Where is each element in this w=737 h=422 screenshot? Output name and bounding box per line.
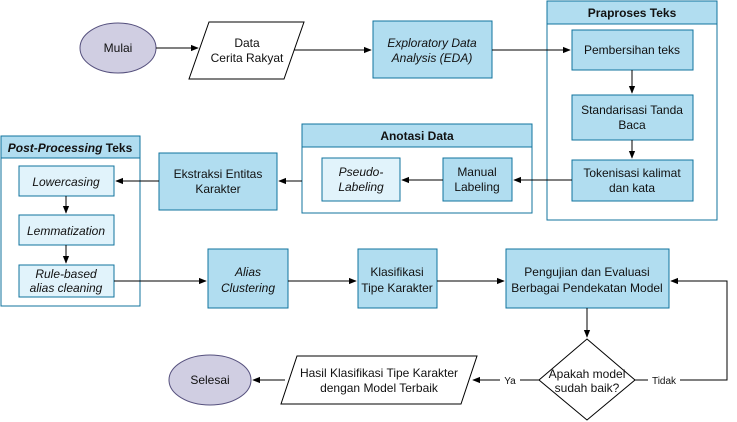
svg-text:dengan Model Terbaik: dengan Model Terbaik <box>320 381 439 395</box>
svg-text:Cerita Rakyat: Cerita Rakyat <box>211 51 284 65</box>
connectors <box>62 44 728 384</box>
praproses-title: Praproses Teks <box>588 6 677 20</box>
svg-text:Selesai: Selesai <box>190 373 229 387</box>
svg-text:Hasil Klasifikasi Tipe Karakte: Hasil Klasifikasi Tipe Karakter <box>300 366 458 380</box>
svg-text:Rule-based: Rule-based <box>35 267 97 281</box>
svg-text:Pembersihan teks: Pembersihan teks <box>584 43 680 57</box>
pengujian-node: Pengujian dan Evaluasi Berbagai Pendekat… <box>505 248 670 309</box>
decision-node: Apakah model sudah baik? <box>538 338 636 421</box>
svg-text:Pengujian dan Evaluasi: Pengujian dan Evaluasi <box>524 265 649 279</box>
svg-text:Labeling: Labeling <box>454 180 499 194</box>
arrow-decision-tidak-loop <box>635 277 728 381</box>
lemmatization-node: Lemmatization <box>18 214 115 246</box>
standarisasi-node: Standarisasi Tanda Baca <box>571 94 694 141</box>
tokenisasi-node: Tokenisasi kalimat dan kata <box>571 159 694 202</box>
svg-text:Karakter: Karakter <box>195 182 240 196</box>
svg-text:Pseudo-: Pseudo- <box>339 165 384 179</box>
svg-text:Berbagai Pendekatan Model: Berbagai Pendekatan Model <box>511 281 662 295</box>
svg-text:Manual: Manual <box>457 165 496 179</box>
svg-text:Clustering: Clustering <box>221 281 275 295</box>
svg-text:alias cleaning: alias cleaning <box>30 281 103 295</box>
pembersihan-node: Pembersihan teks <box>571 29 694 71</box>
klasifikasi-node: Klasifikasi Tipe Karakter <box>357 248 438 309</box>
svg-text:Standarisasi Tanda: Standarisasi Tanda <box>581 103 683 117</box>
svg-text:Alias: Alias <box>234 265 261 279</box>
svg-text:Labeling: Labeling <box>338 180 384 194</box>
manual-labeling-node: Manual Labeling <box>442 157 513 202</box>
rule-based-node: Rule-based alias cleaning <box>18 264 115 298</box>
svg-text:Apakah model: Apakah model <box>549 367 626 381</box>
end-terminal: Selesai <box>168 354 252 406</box>
post-processing-title: Post-Processing Teks <box>8 141 133 155</box>
svg-text:Klasifikasi: Klasifikasi <box>370 265 423 279</box>
svg-text:dan kata: dan kata <box>609 181 655 195</box>
ekstraksi-node: Ekstraksi Entitas Karakter <box>158 152 278 211</box>
edge-label-tidak: Tidak <box>652 376 677 387</box>
svg-text:Lemmatization: Lemmatization <box>27 224 105 238</box>
svg-text:Baca: Baca <box>618 118 646 132</box>
svg-text:Ekstraksi Entitas: Ekstraksi Entitas <box>174 167 263 181</box>
alias-clustering-node: Alias Clustering <box>207 248 289 309</box>
pseudo-labeling-node: Pseudo- Labeling <box>321 157 401 202</box>
svg-text:Tokenisasi kalimat: Tokenisasi kalimat <box>583 166 681 180</box>
svg-text:Exploratory Data: Exploratory Data <box>387 36 477 50</box>
lowercasing-node: Lowercasing <box>18 165 115 197</box>
eda-node: Exploratory Data Analysis (EDA) <box>372 20 493 79</box>
svg-text:Analysis (EDA): Analysis (EDA) <box>391 51 473 65</box>
svg-text:Data: Data <box>234 36 260 50</box>
svg-text:sudah baik?: sudah baik? <box>555 381 620 395</box>
svg-text:Tipe Karakter: Tipe Karakter <box>361 281 433 295</box>
anotasi-title: Anotasi Data <box>380 129 454 143</box>
data-input-node: Data Cerita Rakyat <box>188 21 305 80</box>
start-terminal: Mulai <box>79 22 157 74</box>
edge-label-ya: Ya <box>504 376 516 387</box>
svg-text:Mulai: Mulai <box>104 41 133 55</box>
hasil-output-node: Hasil Klasifikasi Tipe Karakter dengan M… <box>280 355 478 405</box>
svg-text:Lowercasing: Lowercasing <box>32 175 100 189</box>
